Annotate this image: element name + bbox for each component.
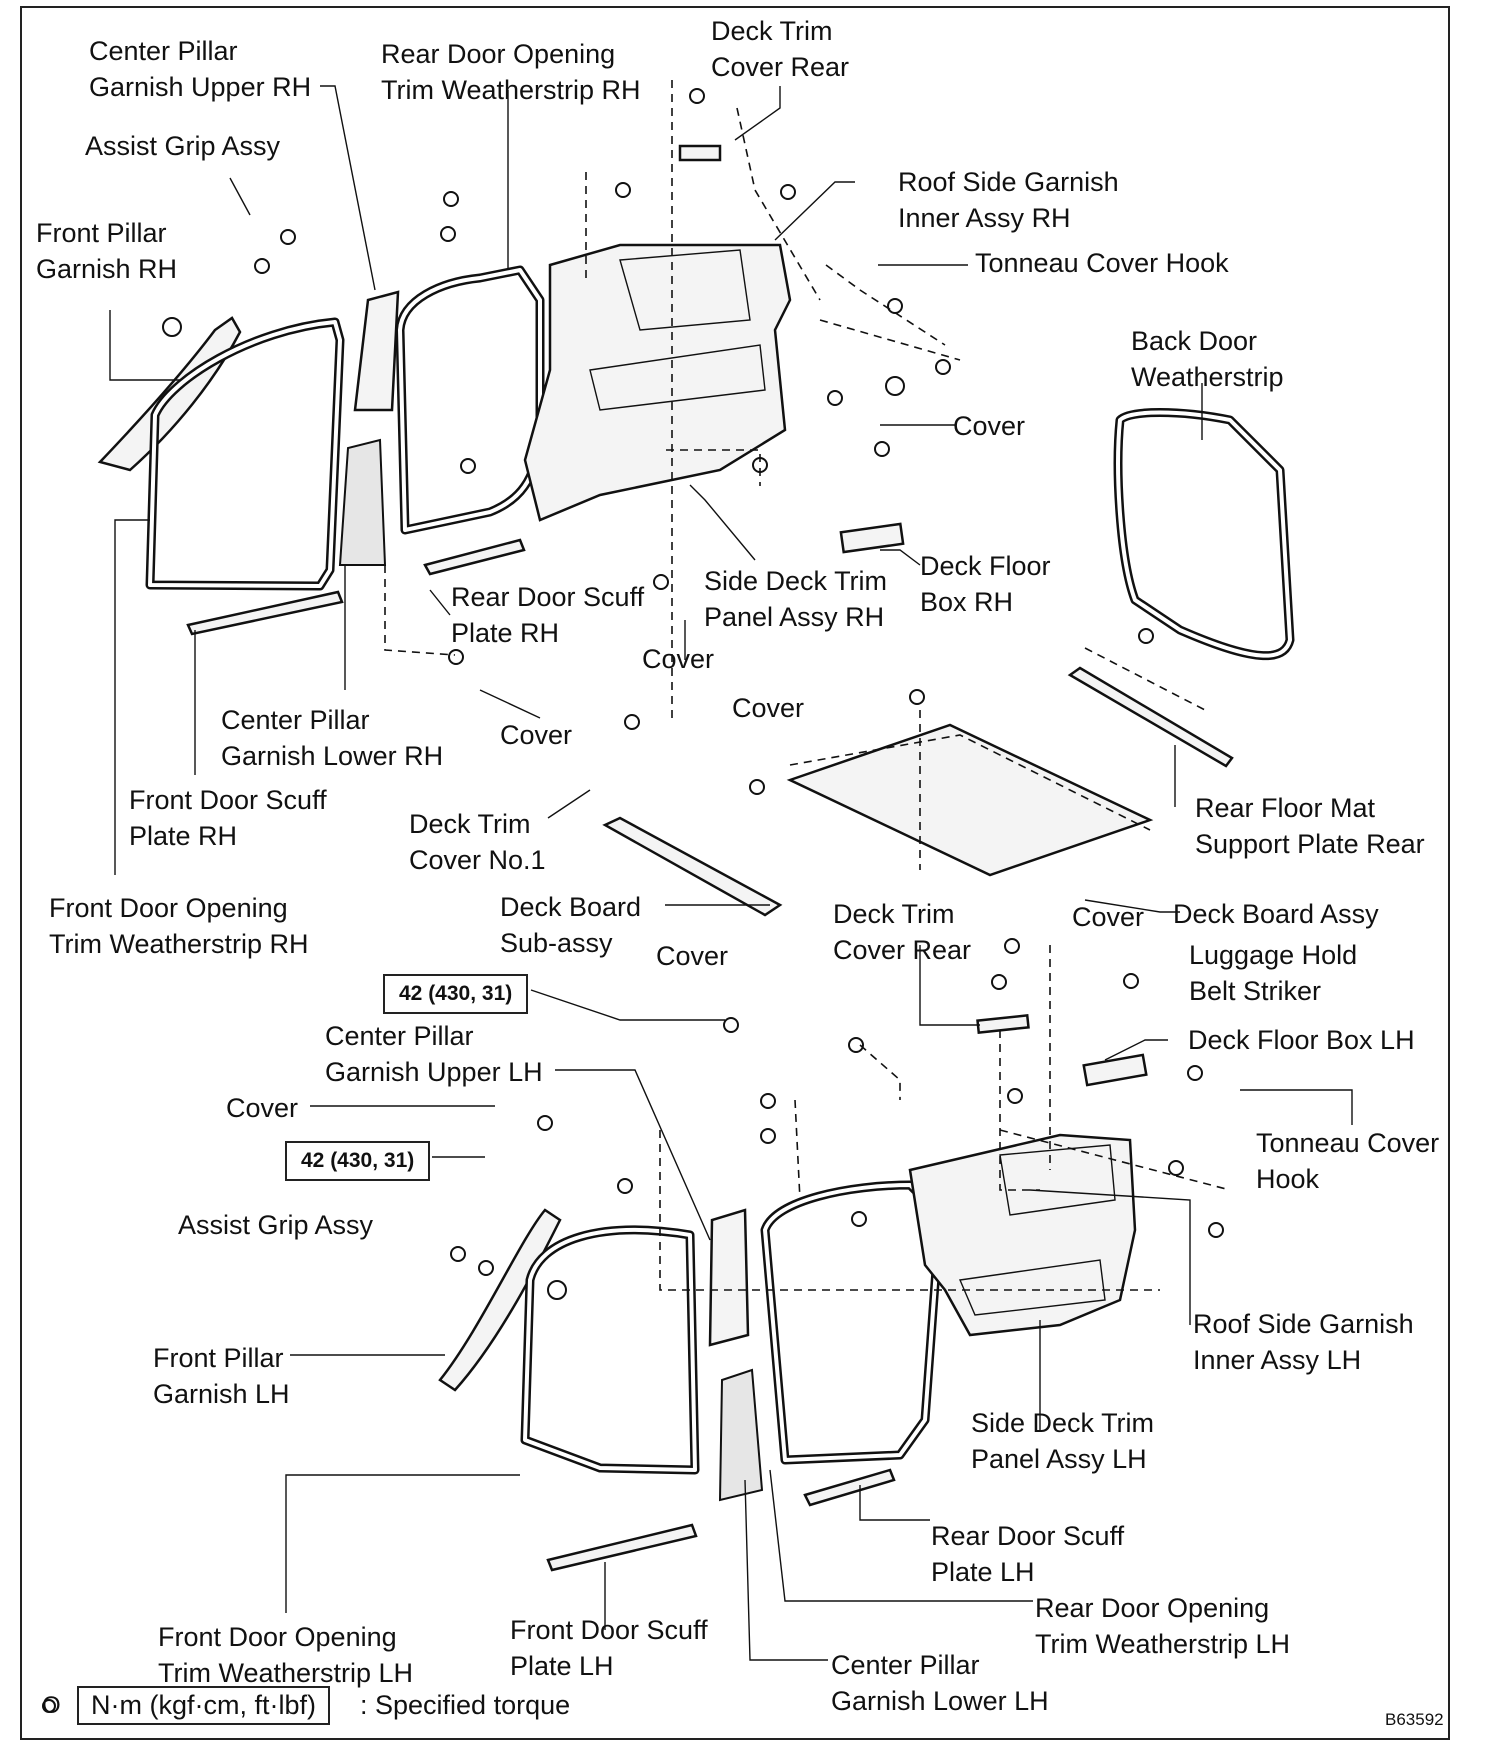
deck-trim-cover-rear-top-part xyxy=(678,144,722,162)
label-rear-door-scuff-rh: Rear Door Scuff Plate RH xyxy=(451,582,645,648)
legend-marker: O xyxy=(42,1692,61,1719)
label-roof-side-garnish-lh: Roof Side Garnish Inner Assy LH xyxy=(1193,1309,1414,1375)
front-door-weatherstrip-rh-part xyxy=(145,317,345,591)
deck-trim-cover-rear-mid-part xyxy=(976,1014,1030,1034)
deck-board-sub-assy-part xyxy=(602,816,783,917)
label-back-door-weatherstrip: Back Door Weatherstrip xyxy=(1131,326,1284,392)
label-cover-4: Cover xyxy=(500,720,573,750)
label-rear-door-opening-rh: Rear Door Opening Trim Weatherstrip RH xyxy=(381,39,641,105)
torque-spec-box: 42 (430, 31) xyxy=(383,974,529,1014)
front-pillar-garnish-lh-part xyxy=(438,1208,562,1392)
label-deck-floor-box-rh: Deck Floor Box RH xyxy=(920,551,1051,617)
label-deck-board-assy: Deck Board Assy xyxy=(1173,899,1379,929)
label-deck-floor-box-lh: Deck Floor Box LH xyxy=(1188,1025,1415,1055)
center-pillar-upper-rh-part xyxy=(353,290,400,412)
label-roof-side-garnish-rh: Roof Side Garnish Inner Assy RH xyxy=(898,167,1119,233)
torque-spec-box: 42 (430, 31) xyxy=(285,1141,431,1181)
label-center-pillar-upper-rh: Center Pillar Garnish Upper RH xyxy=(89,36,312,102)
label-tonneau-hook-lh: Tonneau Cover Hook xyxy=(1256,1128,1440,1194)
rear-door-weatherstrip-lh-part xyxy=(760,1180,945,1465)
label-front-door-opening-rh: Front Door Opening Trim Weatherstrip RH xyxy=(49,893,309,959)
label-tonneau-hook-rh: Tonneau Cover Hook xyxy=(975,248,1229,278)
label-deck-board-sub: Deck Board Sub-assy xyxy=(500,892,642,958)
fasteners xyxy=(162,88,1224,1300)
label-cover-1: Cover xyxy=(953,411,1026,441)
assembly-lines xyxy=(384,80,1231,1291)
figure-code: B63592 xyxy=(1385,1710,1444,1729)
label-assist-grip-rh: Assist Grip Assy xyxy=(85,131,281,161)
side-deck-trim-panel-lh-part xyxy=(908,1133,1137,1337)
side-deck-trim-panel-rh-part xyxy=(523,243,792,522)
label-center-pillar-upper-lh: Center Pillar Garnish Upper LH xyxy=(325,1021,543,1087)
label-front-pillar-lh: Front Pillar Garnish LH xyxy=(153,1343,290,1409)
label-deck-trim-cover-rear-mid: Deck Trim Cover Rear xyxy=(833,899,972,965)
label-deck-trim-cover-no1: Deck Trim Cover No.1 xyxy=(409,809,546,875)
legend-unit-box: N·m (kgf·cm, ft·lbf) xyxy=(77,1686,330,1725)
deck-floor-box-lh-part xyxy=(1082,1053,1148,1087)
legend-marker-circle xyxy=(42,1699,56,1713)
label-rear-floor-mat-support: Rear Floor Mat Support Plate Rear xyxy=(1195,793,1425,859)
label-front-door-scuff-rh: Front Door Scuff Plate RH xyxy=(129,785,327,851)
label-cover-3: Cover xyxy=(732,693,805,723)
label-deck-trim-cover-rear-top: Deck Trim Cover Rear xyxy=(711,16,850,82)
label-assist-grip-lh: Assist Grip Assy xyxy=(178,1210,374,1240)
front-door-scuff-rh-part xyxy=(186,590,344,636)
back-door-weatherstrip-part xyxy=(1113,408,1295,661)
center-pillar-lower-lh-part xyxy=(718,1368,764,1502)
front-door-scuff-lh-part xyxy=(546,1523,698,1572)
label-cover-6: Cover xyxy=(656,941,729,971)
label-center-pillar-lower-lh: Center Pillar Garnish Lower LH xyxy=(831,1650,1049,1716)
label-cover-7: Cover xyxy=(226,1093,299,1123)
label-side-deck-panel-rh: Side Deck Trim Panel Assy RH xyxy=(704,566,888,632)
deck-floor-box-rh-part xyxy=(839,522,905,554)
legend-text: : Specified torque xyxy=(360,1690,571,1720)
rear-door-scuff-lh-part xyxy=(803,1468,896,1507)
rear-floor-mat-support-part xyxy=(1067,666,1234,768)
label-luggage-hold: Luggage Hold Belt Striker xyxy=(1189,940,1358,1006)
label-front-door-scuff-lh: Front Door Scuff Plate LH xyxy=(510,1615,708,1681)
rear-door-scuff-rh-part xyxy=(423,538,526,576)
label-rear-door-opening-lh: Rear Door Opening Trim Weatherstrip LH xyxy=(1035,1593,1291,1659)
label-side-deck-panel-lh: Side Deck Trim Panel Assy LH xyxy=(971,1408,1155,1474)
center-pillar-lower-rh-part xyxy=(338,438,387,566)
deck-board-assy-part xyxy=(786,723,1154,877)
label-cover-5: Cover xyxy=(1072,902,1145,932)
label-center-pillar-lower-rh: Center Pillar Garnish Lower RH xyxy=(221,705,444,771)
front-door-weatherstrip-lh-part xyxy=(520,1225,700,1475)
label-front-pillar-rh: Front Pillar Garnish RH xyxy=(36,218,178,284)
leader-lines xyxy=(109,85,1353,1661)
label-rear-door-scuff-lh: Rear Door Scuff Plate LH xyxy=(931,1521,1125,1587)
label-front-door-opening-lh: Front Door Opening Trim Weatherstrip LH xyxy=(158,1622,414,1688)
center-pillar-upper-lh-part xyxy=(708,1208,750,1347)
label-cover-2: Cover xyxy=(642,644,715,674)
